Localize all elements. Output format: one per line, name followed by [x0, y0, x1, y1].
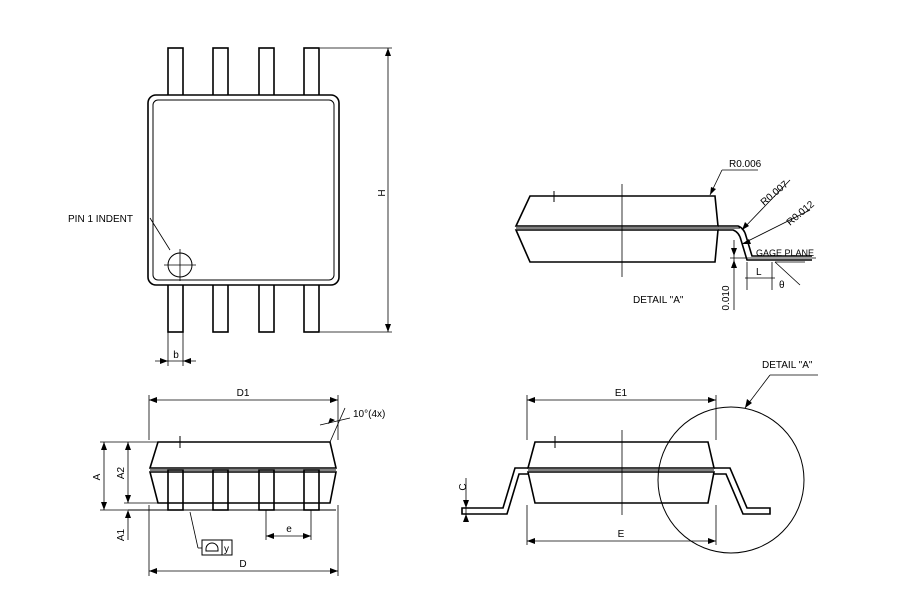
flatness-y-label: y — [224, 544, 229, 555]
dim-A-label: A — [92, 473, 103, 480]
side-view-length: D1 10°(4x) A A2 A1 — [92, 388, 385, 576]
dim-H-label: H — [377, 189, 388, 196]
detail-body-lower — [514, 229, 719, 263]
gage-plane-label: GAGE PLANE — [756, 248, 814, 258]
pin1-indent-label: PIN 1 INDENT — [68, 214, 133, 225]
detail-lead — [718, 225, 812, 257]
end-lead-left — [461, 467, 528, 515]
top-lead-4 — [303, 47, 320, 97]
bottom-lead-2 — [212, 283, 229, 333]
dim-b-label: b — [173, 350, 179, 361]
dim-e-label: e — [286, 524, 292, 535]
side-body-upper — [148, 441, 338, 469]
side-lead-2 — [212, 469, 229, 511]
package-body-top — [147, 94, 340, 286]
detail-a-circle — [657, 406, 805, 554]
angle-note: 10°(4x) — [353, 409, 385, 420]
end-lead-right — [714, 467, 771, 515]
top-lead-1 — [167, 47, 184, 97]
dim-E-label: E — [618, 529, 625, 540]
dim-D-label: D — [239, 559, 246, 570]
package-body-inner — [152, 99, 335, 281]
angle-leader — [319, 417, 351, 426]
r0007-label: R0.007 — [759, 179, 791, 208]
side-lead-3 — [258, 469, 275, 511]
top-lead-2 — [212, 47, 229, 97]
dim-L-label: L — [756, 267, 762, 278]
end-body-upper — [526, 441, 716, 469]
top-lead-3 — [258, 47, 275, 97]
r0007-leader — [741, 179, 791, 231]
r0006-label: R0.006 — [729, 159, 762, 170]
flatness-frame — [201, 539, 233, 556]
detail-a-view: R0.006 R0.007 R0.012 GAGE PLANE L θ 0.01… — [514, 159, 817, 311]
side-body-lower — [148, 471, 337, 504]
detail-body-upper — [514, 195, 719, 227]
pin1-leader — [149, 217, 171, 251]
side-lead-4 — [303, 469, 320, 511]
flatness-icon — [205, 542, 219, 552]
theta-label: θ — [779, 280, 785, 291]
bottom-lead-4 — [303, 283, 320, 333]
r0012-label: R0.012 — [785, 199, 817, 228]
side-view-width: E1 C E DETAIL "A" — [458, 360, 818, 554]
top-view: PIN 1 INDENT H b — [68, 47, 392, 366]
side-lead-1 — [167, 469, 184, 511]
detail-a-title: DETAIL "A" — [633, 295, 684, 306]
dim-A1-label: A1 — [116, 528, 127, 541]
dim-0010-label: 0.010 — [721, 285, 732, 310]
dim-C-label: C — [458, 483, 469, 490]
detail-a-callout: DETAIL "A" — [762, 360, 813, 371]
dim-D1-label: D1 — [237, 388, 250, 399]
r0012-leader — [741, 209, 811, 245]
bottom-lead-3 — [258, 283, 275, 333]
bottom-lead-1 — [167, 283, 184, 333]
dim-E1-label: E1 — [615, 388, 628, 399]
dim-A2-label: A2 — [116, 466, 127, 479]
end-body-lower — [526, 471, 715, 504]
